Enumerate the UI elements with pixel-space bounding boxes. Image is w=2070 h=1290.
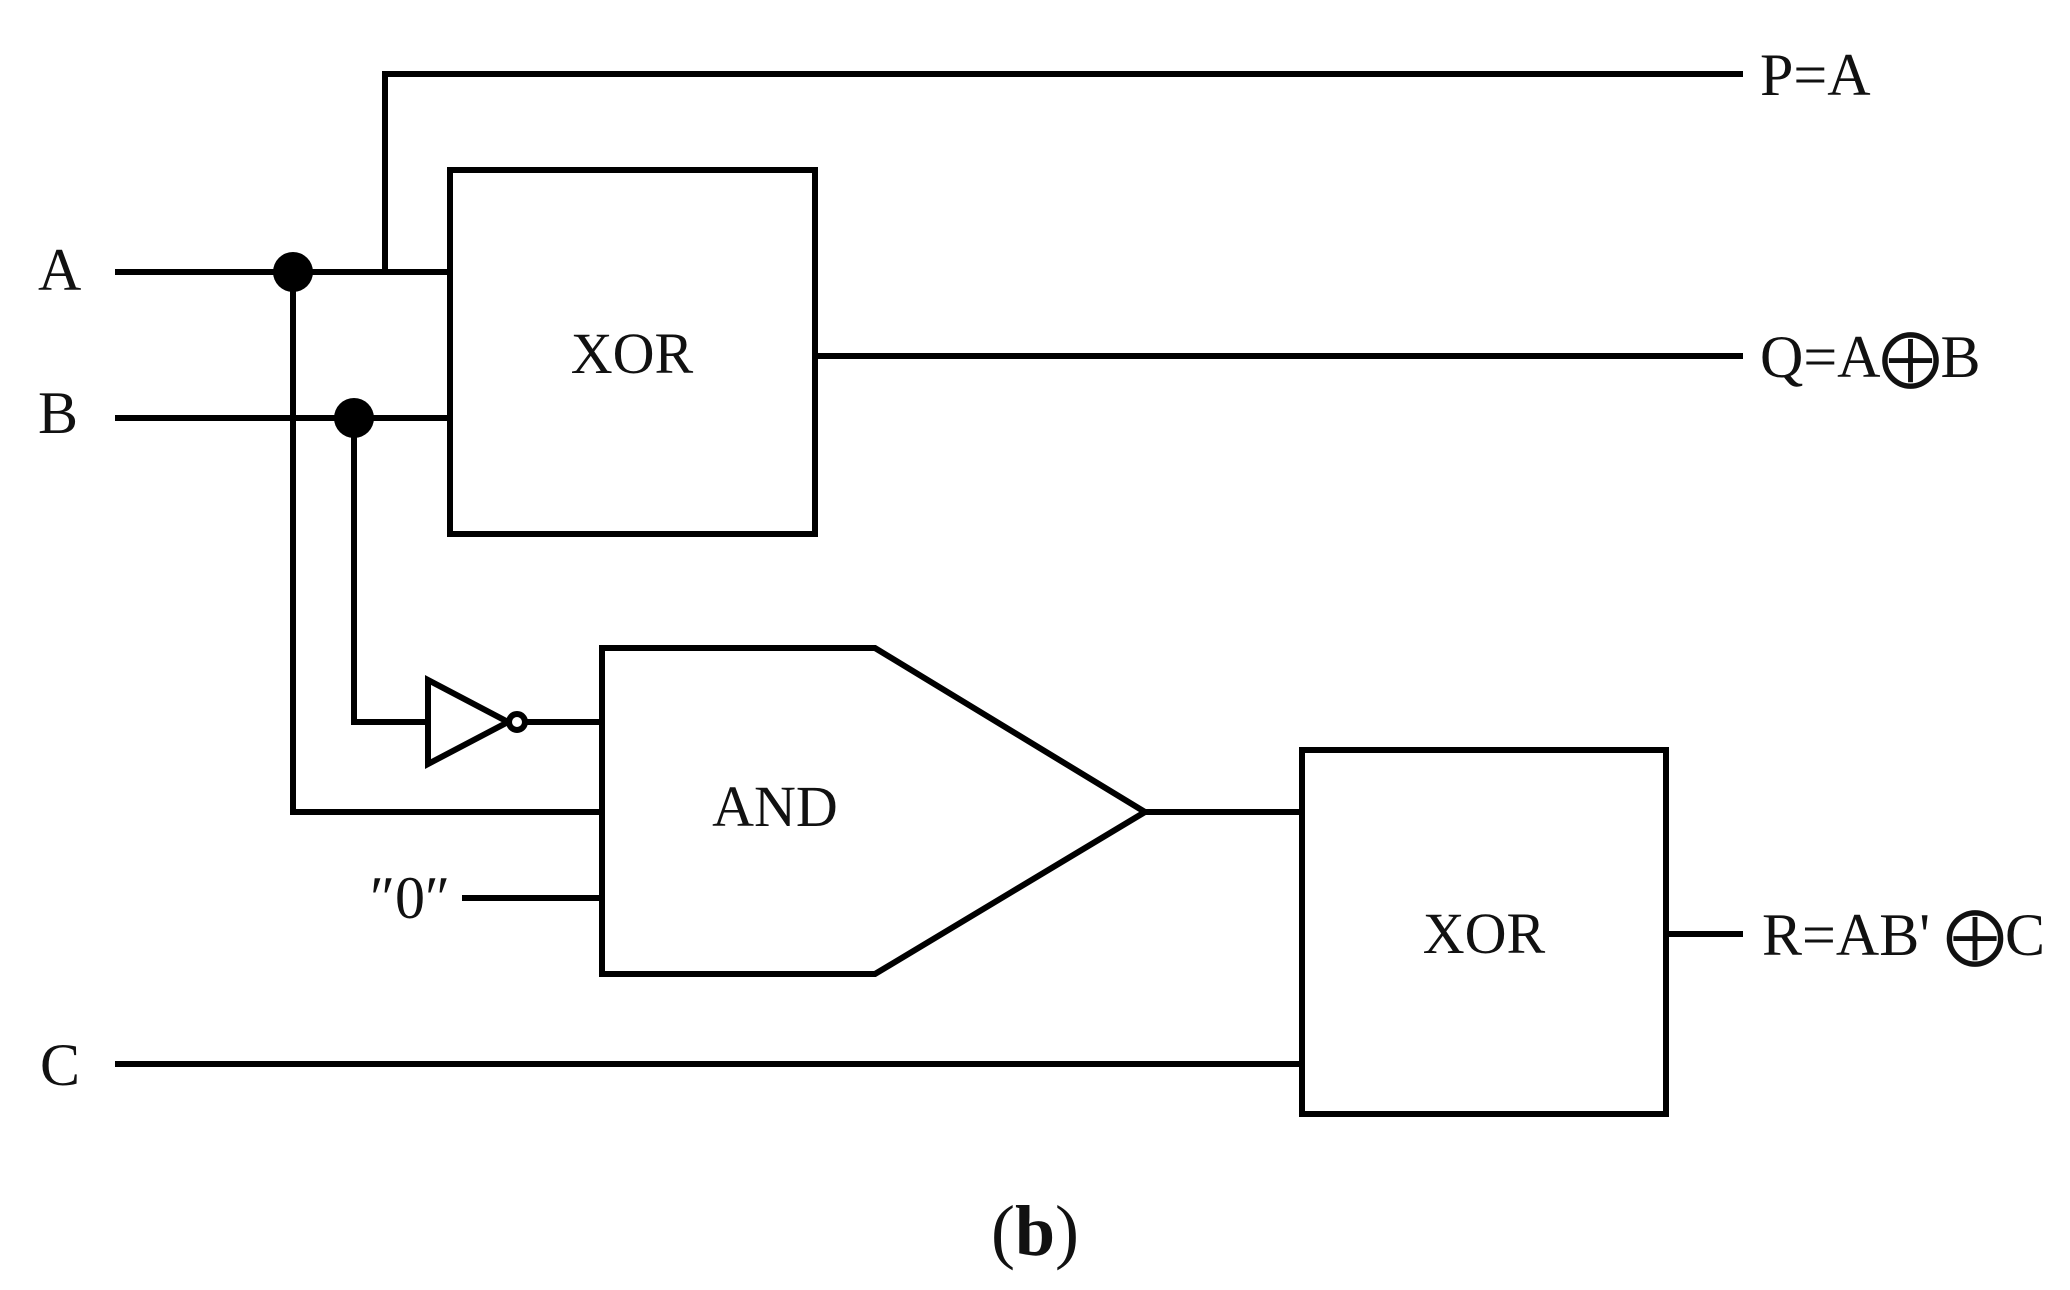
wire-a-to-and	[290, 269, 603, 815]
input-label-zero: ″0″	[370, 865, 450, 931]
caption-close-paren: )	[1055, 1191, 1079, 1271]
input-label-c: C	[40, 1032, 80, 1098]
output-label-r: R=AB' ⨁C	[1762, 902, 2045, 968]
xor-gate-top-label: XOR	[571, 321, 694, 386]
xor-gate-top	[447, 167, 818, 537]
input-label-a: A	[38, 237, 81, 303]
junction-b-dot	[334, 398, 374, 438]
wire-b-to-inverter	[351, 415, 431, 725]
caption-open-paren: (	[991, 1191, 1015, 1271]
figure-caption: (b)	[991, 1191, 1079, 1271]
and-gate	[599, 645, 1151, 977]
wire-p-output	[382, 71, 1743, 275]
caption-letter: b	[1015, 1191, 1055, 1271]
and-gate-label: AND	[712, 774, 838, 839]
xor-gate-bottom	[1299, 747, 1669, 1117]
wires	[115, 71, 1743, 1067]
inverter-bubble	[506, 711, 528, 733]
xor-gate-bottom-label: XOR	[1423, 901, 1546, 966]
junction-a-dot	[273, 252, 313, 292]
output-label-q: Q=A⨁B	[1760, 324, 1981, 390]
output-label-p: P=A	[1760, 42, 1871, 108]
inverter-triangle	[425, 675, 515, 769]
input-label-b: B	[38, 380, 78, 446]
